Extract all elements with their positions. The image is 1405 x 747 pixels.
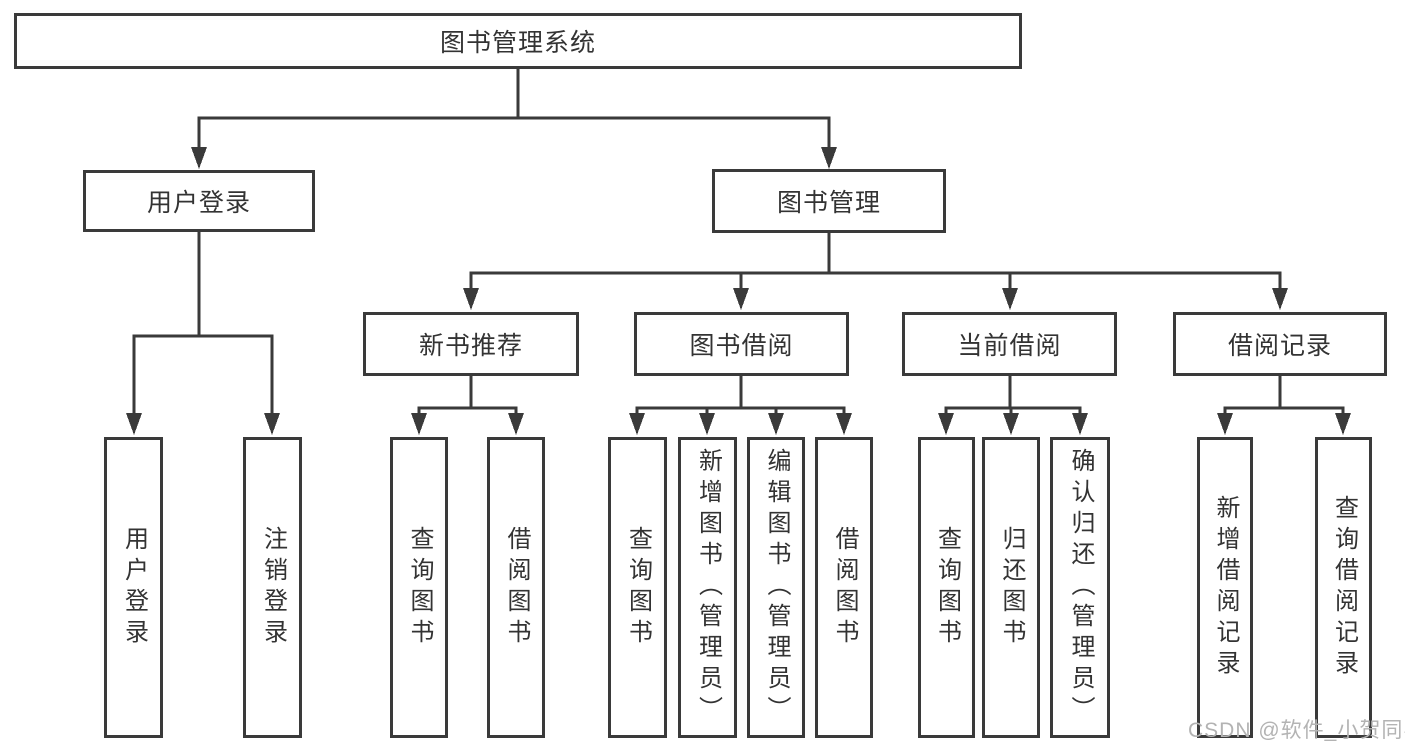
node-user-login-branch: 用户登录 <box>83 170 315 232</box>
leaf-record-query-borrow-record: 查询借阅记录 <box>1315 437 1372 738</box>
node-borrow-record: 借阅记录 <box>1173 312 1387 376</box>
node-book-borrow-label: 图书借阅 <box>689 332 794 360</box>
leaf-new-book-borrow-books-label: 借阅图书 <box>503 525 530 650</box>
leaf-borrow-query-books: 查询图书 <box>608 437 667 738</box>
csdn-watermark: CSDN @软件_小贺同学 <box>1188 719 1405 742</box>
arrowhead-login <box>191 147 207 169</box>
node-borrow-record-label: 借阅记录 <box>1227 332 1332 360</box>
leaf-borrow-borrow-books: 借阅图书 <box>815 437 873 738</box>
node-current-borrow: 当前借阅 <box>902 312 1117 376</box>
leaf-current-confirm-return-admin-label: 确认归还（管理员） <box>1067 448 1094 727</box>
leaf-borrow-borrow-books-label: 借阅图书 <box>831 525 858 650</box>
arrowhead-new-book <box>463 288 479 310</box>
leaf-record-query-borrow-record-label: 查询借阅记录 <box>1330 494 1358 681</box>
leaf-record-add-borrow-record: 新增借阅记录 <box>1197 437 1253 738</box>
arrowhead-current-borrow <box>1002 288 1018 310</box>
leaf-borrow-edit-books-admin-label: 编辑图书（管理员） <box>763 448 790 727</box>
leaf-current-return-books-label: 归还图书 <box>998 525 1025 650</box>
node-library-system-label: 图书管理系统 <box>439 29 596 57</box>
leaf-current-query-books-label: 查询图书 <box>933 525 961 650</box>
arrowheads <box>126 147 1351 435</box>
leaf-logout-label: 注销登录 <box>259 525 287 650</box>
node-current-borrow-label: 当前借阅 <box>957 332 1062 360</box>
node-book-borrow: 图书借阅 <box>634 312 849 376</box>
arrowhead-management <box>821 147 837 169</box>
leaf-new-book-query-books: 查询图书 <box>390 437 448 738</box>
leaf-borrow-add-books-admin: 新增图书（管理员） <box>678 437 737 738</box>
leaf-user-login: 用户登录 <box>104 437 163 738</box>
leaf-current-query-books: 查询图书 <box>918 437 975 738</box>
leaf-current-return-books: 归还图书 <box>982 437 1040 738</box>
leaf-record-add-borrow-record-label: 新增借阅记录 <box>1212 494 1239 681</box>
leaf-borrow-edit-books-admin: 编辑图书（管理员） <box>747 437 805 738</box>
arrowhead-borrow-record <box>1272 288 1288 310</box>
node-new-book-recommend: 新书推荐 <box>363 312 579 376</box>
node-book-management: 图书管理 <box>712 169 946 233</box>
leaf-user-login-label: 用户登录 <box>120 525 148 650</box>
leaf-new-book-query-books-label: 查询图书 <box>406 525 433 650</box>
node-user-login-branch-label: 用户登录 <box>146 189 251 217</box>
leaf-borrow-add-books-admin-label: 新增图书（管理员） <box>694 448 722 727</box>
leaf-current-confirm-return-admin: 确认归还（管理员） <box>1050 437 1110 738</box>
leaf-new-book-borrow-books: 借阅图书 <box>487 437 545 738</box>
arrowhead-book-borrow <box>733 288 749 310</box>
node-library-system: 图书管理系统 <box>14 13 1022 69</box>
node-book-management-label: 图书管理 <box>776 189 881 217</box>
leaf-borrow-query-books-label: 查询图书 <box>624 525 652 650</box>
leaf-logout: 注销登录 <box>243 437 302 738</box>
node-new-book-recommend-label: 新书推荐 <box>418 332 523 360</box>
